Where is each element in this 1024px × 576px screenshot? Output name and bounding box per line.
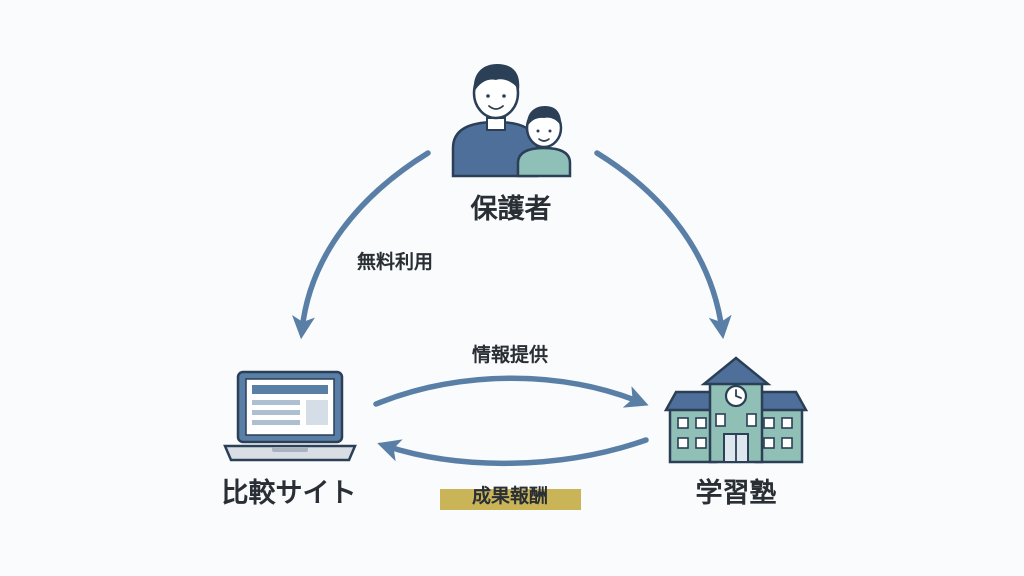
commission-label: 成果報酬 — [472, 484, 548, 507]
arrow-guardian-to-school — [594, 150, 732, 340]
school-building-icon — [663, 356, 809, 464]
info-provision-label: 情報提供 — [472, 343, 548, 366]
laptop-icon — [223, 370, 357, 462]
arrow-guardian-to-site — [291, 150, 431, 340]
commission-highlight — [440, 489, 581, 510]
arrow-school-to-site — [377, 437, 649, 467]
guardian-icon — [451, 64, 572, 178]
guardian-label: 保護者 — [470, 193, 552, 225]
comparison-site-label: 比較サイト — [222, 477, 357, 509]
arrow-site-to-school — [373, 375, 649, 408]
cram-school-label: 学習塾 — [696, 477, 777, 509]
free-use-label: 無料利用 — [357, 250, 433, 273]
